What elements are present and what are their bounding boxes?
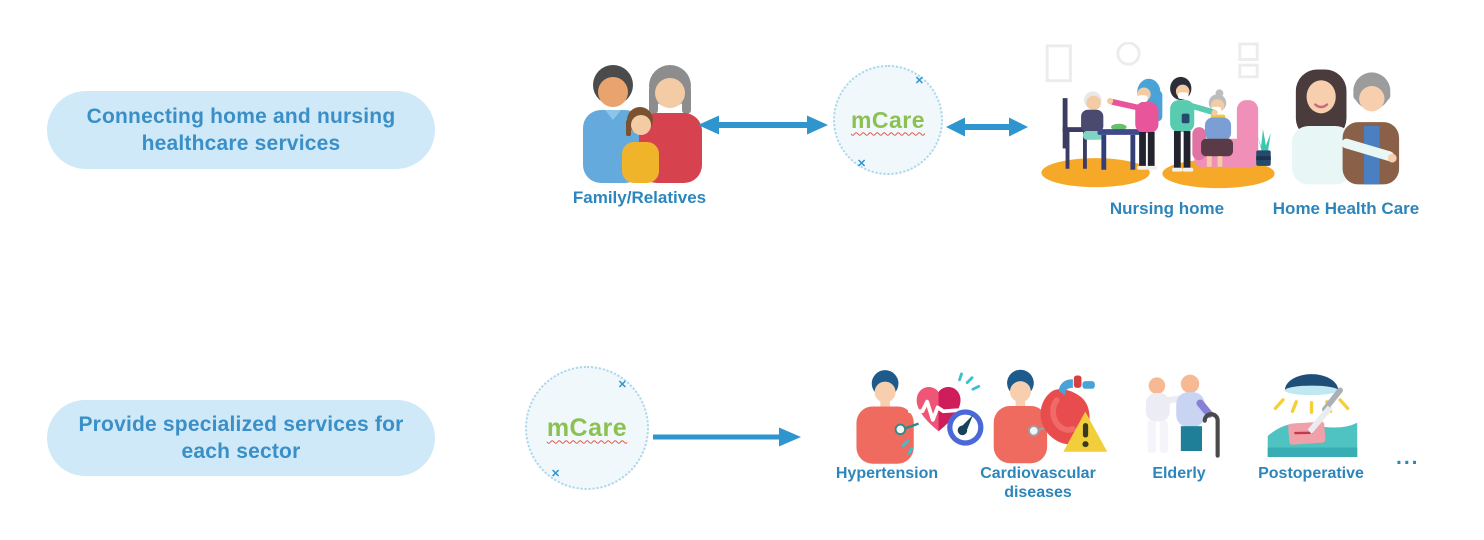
mcare-label: mCare [546,413,628,442]
hypertension-label: Hypertension [835,465,939,482]
cardiovascular-diseases-label: Cardiovascular diseases [980,465,1096,501]
postoperative-icon [1262,374,1362,460]
hypertension-icon [845,368,993,464]
elderly-label: Elderly [1152,465,1206,482]
mcare-node-top: ✕ ✕ mCare [833,65,943,175]
family-icon [565,58,715,183]
sparkle-icon: ✕ [914,75,924,87]
nursing-home-label: Nursing home [1109,199,1225,218]
sparkle-icon: ✕ [617,379,627,391]
postoperative-label: Postoperative [1258,465,1364,482]
row1-pill-label: Connecting home and nursing healthcare s… [47,91,435,169]
mcare-label: mCare [850,106,926,133]
more-services-ellipsis: ... [1396,446,1420,469]
row2-pill-label: Provide specialized services for each se… [47,400,435,476]
single-arrow-icon [653,424,801,450]
family-relatives-label: Family/Relatives [572,188,707,207]
double-arrow-left-icon [698,112,828,138]
nursing-home-icon [1038,42,1278,192]
cardiovascular-diseases-icon [988,367,1112,464]
elderly-icon [1133,370,1225,463]
sparkle-icon: ✕ [857,158,867,170]
home-health-care-icon [1290,64,1402,186]
home-health-care-label: Home Health Care [1272,199,1420,218]
sparkle-icon: ✕ [551,468,561,480]
double-arrow-right-icon [946,114,1028,140]
mcare-node-bottom: ✕ ✕ mCare [525,366,649,490]
